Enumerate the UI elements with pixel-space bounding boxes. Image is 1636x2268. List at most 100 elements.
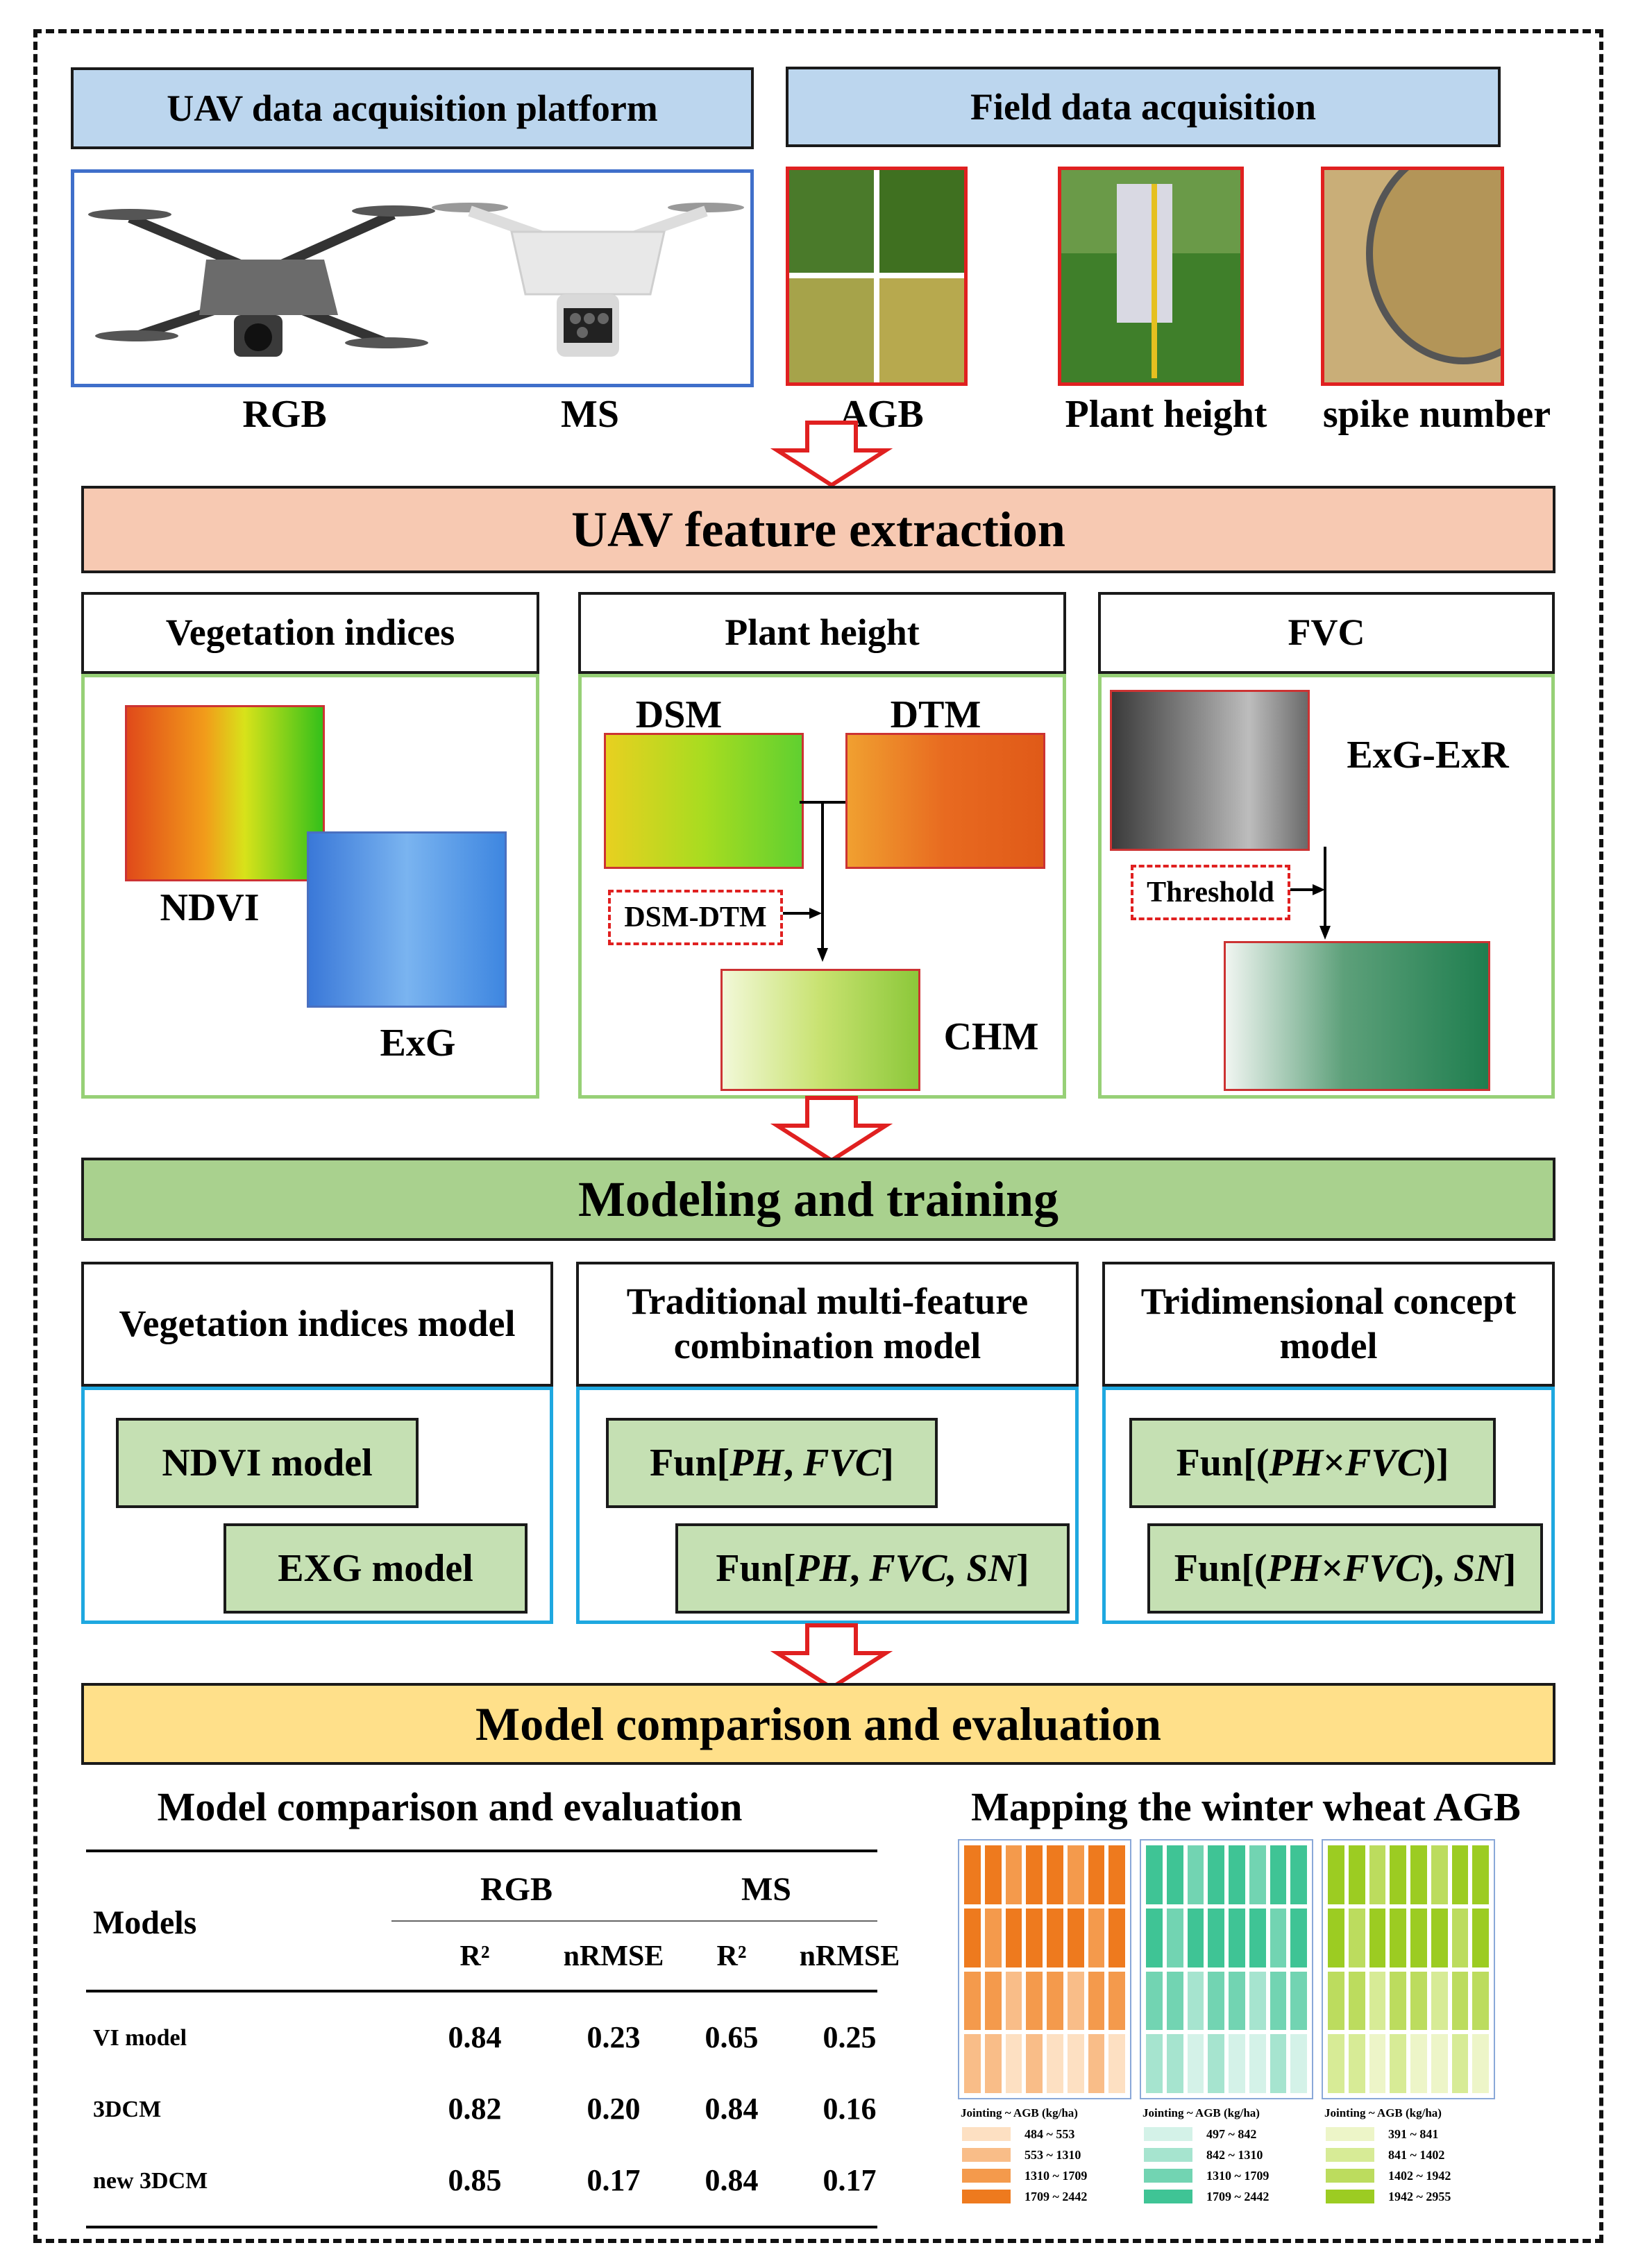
agb-map-plot [1248, 1970, 1267, 2031]
vi-panel: NDVI ExG [81, 674, 539, 1099]
sub-header-r2-rgb: R² [459, 1940, 490, 1972]
legend-item: 841 ~ 1402 [1326, 2146, 1444, 2164]
legend-item: 1310 ~ 1709 [1144, 2167, 1269, 2185]
agb-map-plot [1004, 1907, 1023, 1968]
agb-map-plot [1165, 1970, 1184, 2031]
down-arrow-1 [770, 421, 893, 488]
agb-map-plot [1389, 1907, 1407, 1968]
sub-header-nrmse-ms: nRMSE [799, 1940, 900, 1972]
legend-label: 842 ~ 1310 [1206, 2147, 1263, 2162]
modeling-header: Modeling and training [81, 1158, 1555, 1241]
agb-map-plot [1108, 2033, 1126, 2094]
legend-item: 1942 ~ 2955 [1326, 2187, 1451, 2206]
agb-map-plot [1066, 1845, 1085, 1905]
agb-map-plot [1410, 1845, 1428, 1905]
agb-map-plot [1451, 1907, 1469, 1968]
feature-extraction-title: UAV feature extraction [571, 501, 1065, 557]
agb-map-plot [1327, 1970, 1345, 2031]
plant-height-photo [1058, 167, 1244, 386]
agb-map-plot [1327, 1907, 1345, 1968]
trad-formula-2: Fun[PH, FVC, SN] [675, 1523, 1070, 1614]
group-header-rgb: RGB [480, 1871, 553, 1908]
agb-map-plot [984, 1970, 1002, 2031]
legend-label: 1709 ~ 2442 [1024, 2189, 1088, 2203]
exg-model-box: EXG model [224, 1523, 528, 1614]
tri-model-panel: Fun[(PH×FVC)] Fun[(PH×FVC), SN] [1102, 1387, 1555, 1624]
drone-ms-image [432, 203, 744, 357]
agb-map-plot [1066, 2033, 1085, 2094]
agb-map-plot [1471, 1907, 1490, 1968]
agb-map-plot [1471, 1970, 1490, 2031]
legend-label: 484 ~ 553 [1024, 2126, 1075, 2141]
vi-panel-header: Vegetation indices [81, 592, 539, 674]
agb-map-plot [1347, 1907, 1366, 1968]
legend-item: 1402 ~ 1942 [1326, 2167, 1451, 2185]
legend-item: 553 ~ 1310 [962, 2146, 1081, 2164]
agb-map-plot [1368, 1907, 1387, 1968]
plant-height-label: Plant height [1065, 393, 1267, 436]
legend-swatch [962, 2190, 1011, 2203]
group-header-ms: MS [741, 1871, 791, 1908]
rgb-label: RGB [242, 393, 327, 436]
legend-label: 553 ~ 1310 [1024, 2147, 1081, 2162]
ph-panel-title: Plant height [725, 611, 920, 654]
ndvi-map [125, 705, 325, 881]
agb-map-plot [1186, 1970, 1205, 2031]
agb-map-plot [1368, 1970, 1387, 2031]
legend-item: 391 ~ 841 [1326, 2125, 1438, 2143]
agb-map-plot [1165, 2033, 1184, 2094]
agb-map-plot [1207, 1970, 1225, 2031]
agb-map-plot [1471, 2033, 1490, 2094]
agb-map-plot [1389, 1970, 1407, 2031]
agb-map-plot [1025, 2033, 1043, 2094]
agb-map-plot [1087, 2033, 1106, 2094]
uav-platform-title: UAV data acquisition platform [167, 87, 658, 129]
agb-map-plot [1269, 1907, 1288, 1968]
uav-platform-header: UAV data acquisition platform [71, 67, 754, 149]
ph-panel-header: Plant height [578, 592, 1066, 674]
agb-map-plot [1165, 1907, 1184, 1968]
agb-map-plot [1228, 1970, 1246, 2031]
feature-extraction-header: UAV feature extraction [81, 486, 1555, 573]
chm-map [720, 969, 920, 1091]
vi-panel-title: Vegetation indices [165, 611, 455, 654]
agb-map-grid [1140, 1839, 1313, 2099]
agb-map-plot [1269, 1845, 1288, 1905]
legend-swatch [1326, 2190, 1374, 2203]
legend-swatch [1326, 2148, 1374, 2162]
legend-swatch [1144, 2148, 1192, 2162]
agb-map-plot [1347, 2033, 1366, 2094]
col-header-models: Models [93, 1904, 197, 1941]
agb-map-plot [1087, 1845, 1106, 1905]
agb-photo [786, 167, 968, 386]
legend-swatch [962, 2127, 1011, 2141]
vi-model-panel: NDVI model EXG model [81, 1387, 553, 1624]
ph-panel: DSM DTM DSM-DTM CHM [578, 674, 1066, 1099]
agb-map-plot [1025, 1845, 1043, 1905]
trad-title-line1: Traditional multi-feature [626, 1280, 1029, 1323]
fvc-map [1224, 941, 1490, 1091]
agb-map-plot [1145, 1845, 1163, 1905]
agb-map-plot [1228, 1907, 1246, 1968]
legend-label: 1310 ~ 1709 [1206, 2168, 1270, 2183]
agb-map-plot [984, 2033, 1002, 2094]
agb-map-plot [1410, 2033, 1428, 2094]
agb-map-plot [1389, 2033, 1407, 2094]
agb-map-grid [958, 1839, 1131, 2099]
agb-map-plot [1248, 1907, 1267, 1968]
tri-model-header: Tridimensional concept model [1102, 1262, 1555, 1387]
agb-map-plot [1025, 1907, 1043, 1968]
agb-map-plot [1347, 1970, 1366, 2031]
agb-map-plot [1430, 2033, 1449, 2094]
dtm-map [845, 733, 1045, 869]
dsm-map [604, 733, 804, 869]
legend-item: 842 ~ 1310 [1144, 2146, 1263, 2164]
legend-swatch [1144, 2127, 1192, 2141]
spike-number-photo [1321, 167, 1504, 386]
legend-item: 1709 ~ 2442 [962, 2187, 1087, 2206]
down-arrow-3 [770, 1623, 893, 1691]
down-arrow-2 [770, 1096, 893, 1163]
